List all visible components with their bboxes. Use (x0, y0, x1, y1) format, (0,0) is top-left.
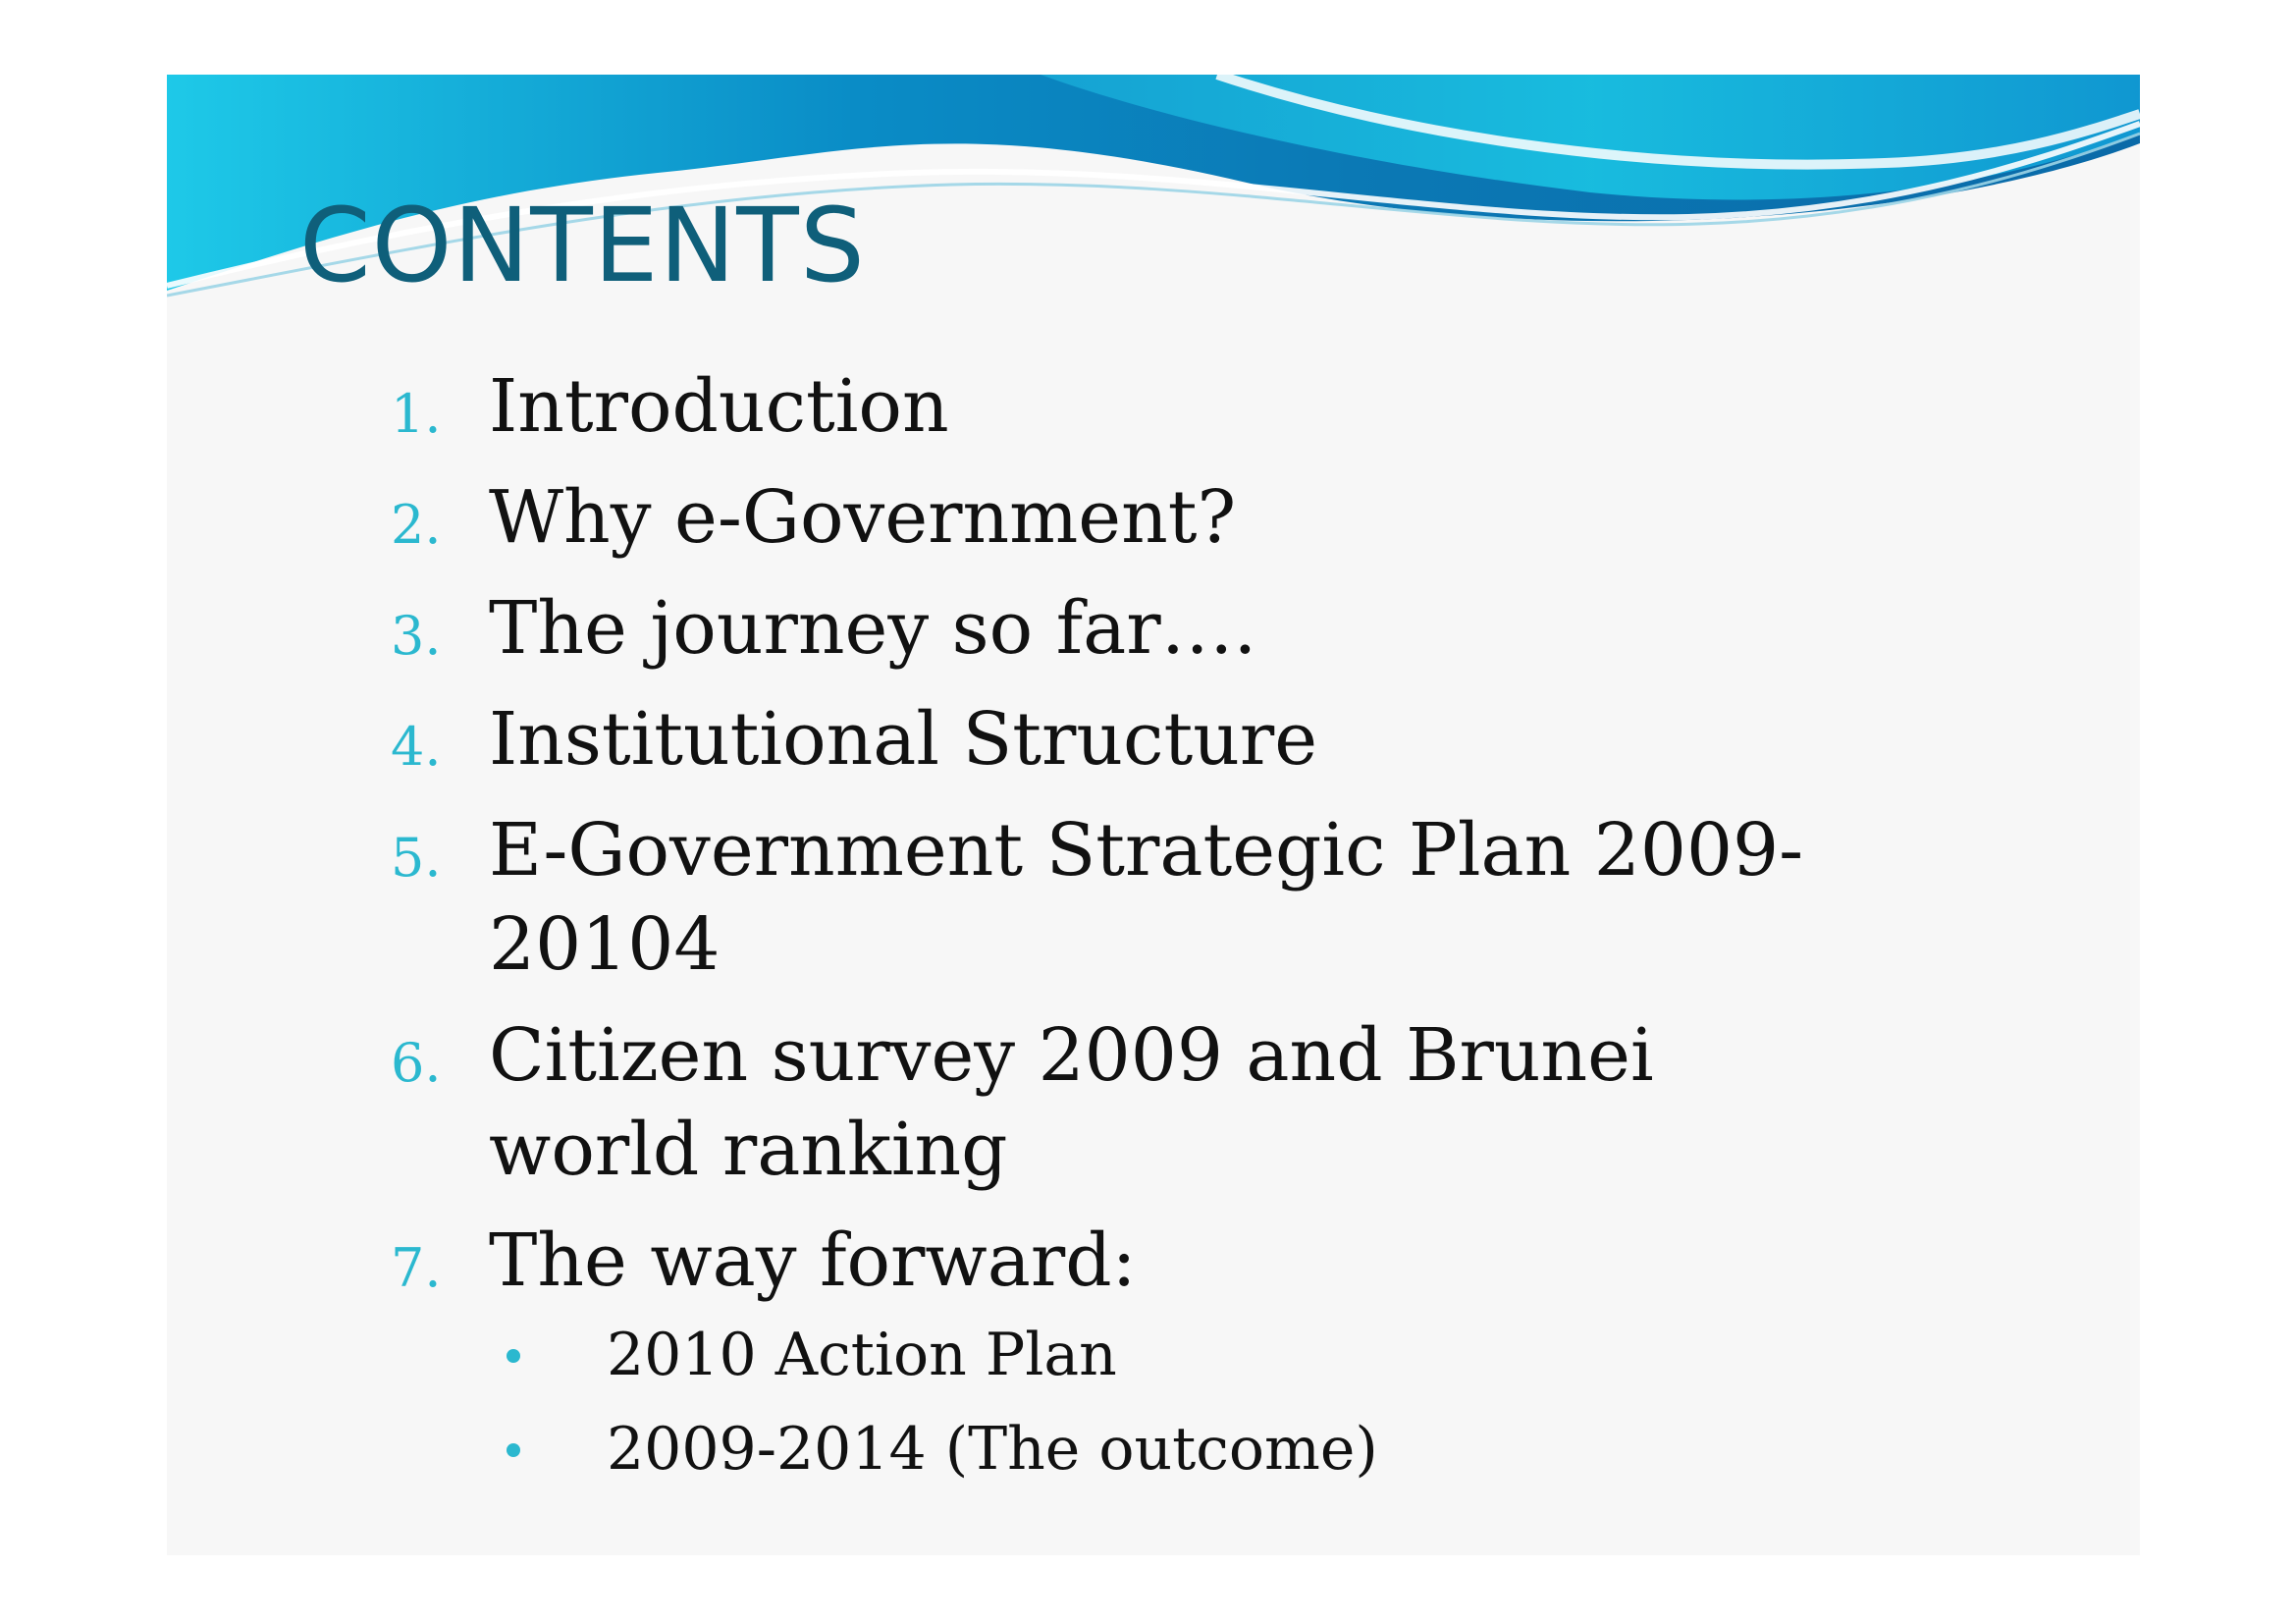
item-number: 7. (391, 1237, 442, 1299)
sub-item-text: 2010 Action Plan (607, 1321, 1117, 1389)
list-item-way-forward: 7. The way forward: 2010 Action Plan 200… (391, 1214, 1863, 1496)
item-text: The way forward: (489, 1218, 1137, 1303)
list-item-institutional-structure: 4. Institutional Structure (391, 692, 1863, 786)
item-number: 3. (391, 605, 442, 667)
list-item-why-egovernment: 2. Why e-Government? (391, 470, 1863, 565)
item-number: 6. (391, 1032, 442, 1094)
item-text: E-Government Strategic Plan 2009-20104 (489, 808, 1804, 987)
list-item-journey: 3. The journey so far…. (391, 581, 1863, 676)
slide: CONTENTS 1. Introduction 2. Why e-Govern… (167, 75, 2140, 1555)
sub-item-text: 2009-2014 (The outcome) (607, 1415, 1378, 1484)
header-wave-graphic (167, 75, 2140, 298)
list-item-citizen-survey: 6. Citizen survey 2009 and Brunei world … (391, 1008, 1863, 1197)
item-number: 2. (391, 494, 442, 556)
sub-list: 2010 Action Plan 2009-2014 (The outcome) (489, 1308, 1863, 1496)
item-number: 5. (391, 827, 442, 889)
item-text: Why e-Government? (489, 475, 1237, 560)
slide-title: CONTENTS (299, 186, 866, 305)
sub-item-action-plan: 2010 Action Plan (489, 1308, 1863, 1402)
bullet-icon (507, 1349, 520, 1363)
list-item-introduction: 1. Introduction (391, 359, 1863, 454)
item-number: 4. (391, 716, 442, 778)
sub-item-outcome: 2009-2014 (The outcome) (489, 1402, 1863, 1496)
bullet-icon (507, 1443, 520, 1457)
item-text: Introduction (489, 364, 949, 449)
list-item-strategic-plan: 5. E-Government Strategic Plan 2009-2010… (391, 803, 1863, 992)
item-text: Citizen survey 2009 and Brunei world ran… (489, 1013, 1654, 1192)
item-number: 1. (391, 383, 442, 445)
item-text: Institutional Structure (489, 697, 1318, 782)
contents-list: 1. Introduction 2. Why e-Government? 3. … (391, 359, 1863, 1513)
item-text: The journey so far…. (489, 586, 1257, 671)
